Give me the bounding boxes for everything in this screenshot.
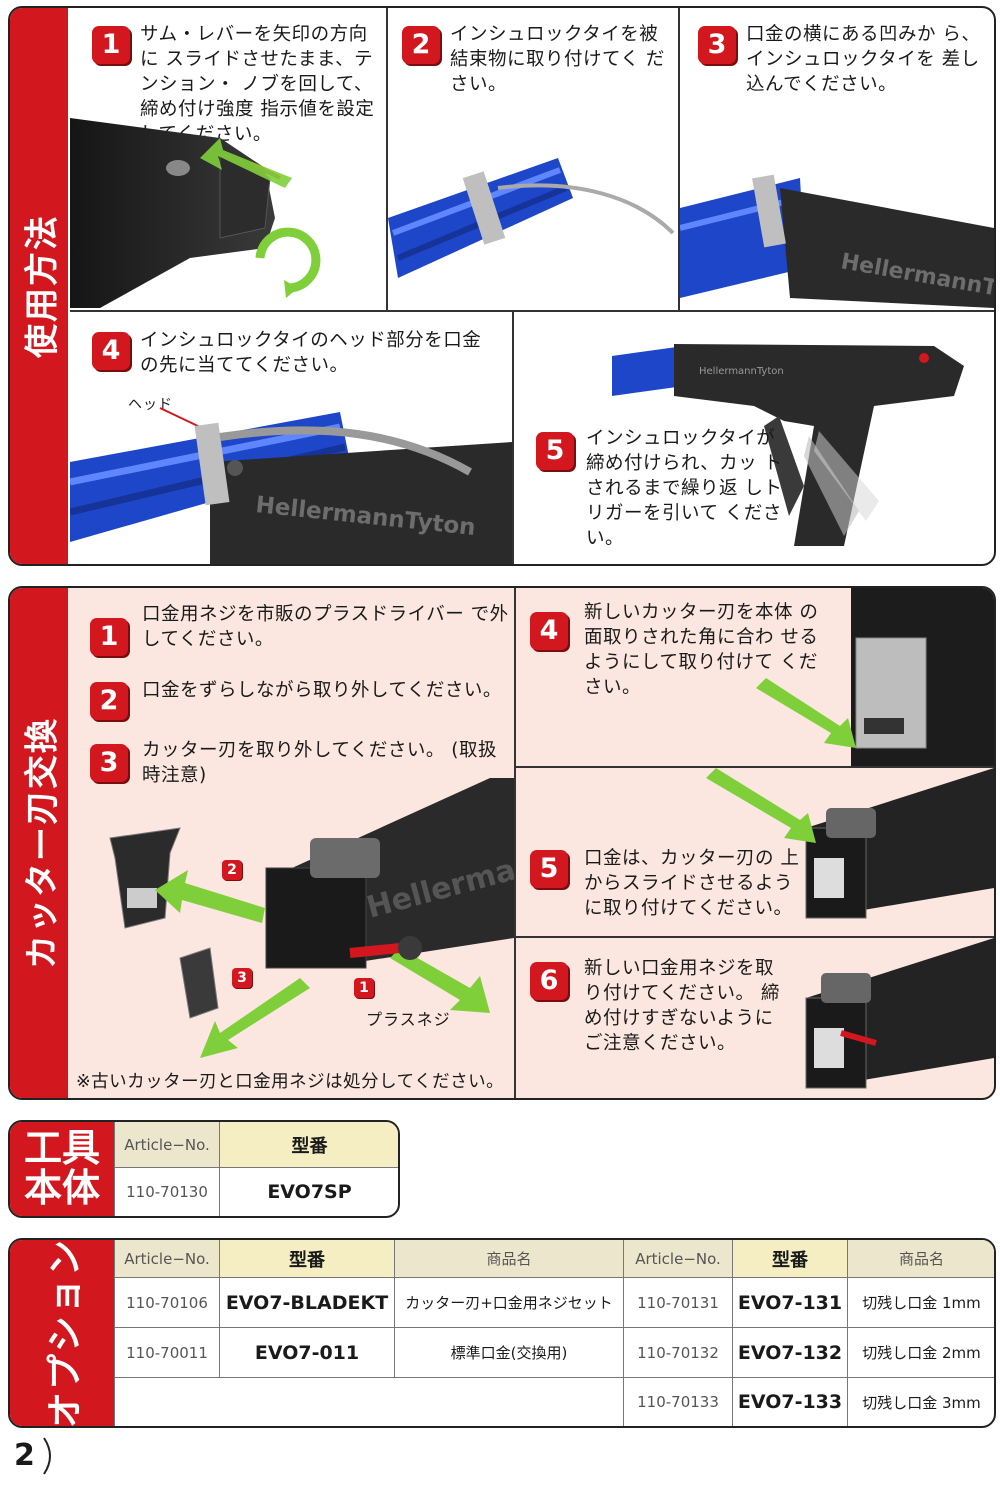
col-header-model: 型番	[219, 1122, 398, 1168]
usage-step-5-text: インシュロックタイが 締め付けられ、カッ トされるまで繰り返 しトリガーを引いて…	[586, 428, 783, 549]
tool-tip-illustration: HellermannTyton	[70, 407, 512, 564]
disposal-note: ※古いカッター刃と口金用ネジは処分してください。	[76, 1072, 505, 1092]
tool-with-cable-illustration: HellermannTyton	[680, 174, 994, 308]
table-row: 110-70106 EVO7-BLADEKT カッター刃+口金用ネジセット 11…	[114, 1277, 994, 1328]
usage-step-2-panel: 2 インシュロックタイを被 結束物に取り付けてく ださい。	[388, 8, 680, 312]
blade-title: カッター刃交換	[22, 717, 63, 969]
brand-text: HellermannTyton	[699, 366, 784, 377]
step-number-badge: 1	[90, 618, 128, 656]
page-number-text: 2	[14, 1438, 35, 1473]
option-name: カッター刃+口金用ネジセット	[394, 1277, 624, 1328]
cap-slide-illustration	[706, 768, 994, 919]
blade-exploded-illustration: Hellerman	[109, 778, 514, 1058]
step-number-badge: 3	[698, 26, 736, 64]
cable-bundle-illustration	[388, 158, 675, 278]
option-model: EVO7-133	[732, 1377, 848, 1426]
tool-title: 工具本体	[24, 1126, 101, 1210]
step-number-badge: 5	[536, 432, 574, 470]
table-row: 110-70133 EVO7-133 切残し口金 3mm	[114, 1377, 994, 1426]
step-number-badge: 3	[90, 744, 128, 782]
blade-step-1-text: 口金用ネジを市販のプラスドライバー で外してください。	[142, 604, 509, 650]
col-header-article: Article−No.	[114, 1240, 220, 1278]
options-side-tab: オプション	[10, 1240, 114, 1426]
usage-step-3-panel: 3 口金の横にある凹みか ら、インシュロックタイを 差し込んでください。 Hel…	[680, 8, 994, 312]
usage-side-tab: 使用方法	[10, 8, 68, 564]
options-table: Article−No. 型番 商品名 Article−No. 型番 商品名 11…	[114, 1240, 994, 1426]
option-model: EVO7-132	[732, 1327, 848, 1378]
blade-step-5-panel: 5 口金は、カッター刃の 上からスライドさせるよう に取り付けてください。	[516, 768, 994, 938]
options-section: オプション Article−No. 型番 商品名 Article−No. 型番 …	[8, 1238, 996, 1428]
blade-side-tab: カッター刃交換	[10, 588, 68, 1098]
usage-step-1-text: サム・レバーを矢印の方向に スライドさせたまま、テンション・ ノブを回して、締め…	[140, 24, 375, 145]
diagram-number-badge: 1	[354, 978, 374, 998]
step-number-badge: 4	[530, 612, 568, 650]
option-name: 標準口金(交換用)	[394, 1327, 624, 1378]
blade-step-6-panel: 6 新しい口金用ネジを取 り付けてください。 締 め付けすぎないように ご注意く…	[516, 938, 994, 1098]
blade-left-panel: 1 口金用ネジを市販のプラスドライバー で外してください。 2 口金をずらしなが…	[70, 588, 516, 1098]
step-number-badge: 1	[92, 26, 130, 64]
blade-section: カッター刃交換 1 口金用ネジを市販のプラスドライバー で外してください。 2 …	[8, 586, 996, 1100]
page-number: 2	[10, 1436, 56, 1476]
option-name: 切残し口金 1mm	[847, 1277, 994, 1328]
col-header-article: Article−No.	[623, 1240, 733, 1278]
tool-side-tab: 工具本体	[10, 1122, 114, 1216]
usage-step-4-panel: 4 インシュロックタイのヘッド部分を口金 の先に当ててください。 ヘッド Hel…	[70, 312, 514, 564]
step-number-badge: 4	[92, 332, 130, 370]
step-number-badge: 5	[530, 850, 568, 888]
usage-step-4-text: インシュロックタイのヘッド部分を口金 の先に当ててください。	[140, 330, 482, 376]
col-header-model: 型番	[219, 1240, 395, 1278]
blade-step-2-text: 口金をずらしながら取り外してください。	[142, 680, 502, 701]
blade-step-5-text: 口金は、カッター刃の 上からスライドさせるよう に取り付けてください。	[584, 848, 800, 919]
step-number-badge: 2	[402, 26, 440, 64]
options-title: オプション	[45, 1238, 86, 1428]
table-row: 110-70011 EVO7-011 標準口金(交換用) 110-70132 E…	[114, 1327, 994, 1378]
tool-table: Article−No. 型番 110-70130 EVO7SP	[114, 1122, 398, 1216]
option-name: 切残し口金 3mm	[847, 1377, 994, 1426]
option-article-no: 110-70132	[623, 1327, 733, 1378]
col-header-article: Article−No.	[114, 1122, 220, 1168]
option-article-no: 110-70131	[623, 1277, 733, 1328]
page-number-bracket	[43, 1437, 51, 1475]
option-article-no: 110-70133	[623, 1377, 733, 1426]
usage-section: 使用方法 1 サム・レバーを矢印の方向に スライドさせたまま、テンション・ ノブ…	[8, 6, 996, 566]
blade-step-6-text: 新しい口金用ネジを取 り付けてください。 締 め付けすぎないように ご注意くださ…	[584, 958, 780, 1054]
step-number-badge: 2	[90, 682, 128, 720]
usage-step-2-text: インシュロックタイを被 結束物に取り付けてく ださい。	[450, 24, 665, 95]
col-header-name: 商品名	[847, 1240, 994, 1278]
tool-article-no: 110-70130	[114, 1167, 220, 1216]
blade-step-4-panel: 4 新しいカッター刃を本体 の面取りされた角に合わ せるようにして取り付けて く…	[516, 588, 994, 768]
step-number-badge: 6	[530, 962, 568, 1000]
option-model: EVO7-011	[219, 1327, 395, 1378]
tool-gun-illustration: HellermannTyton	[612, 344, 964, 546]
tool-section: 工具本体 Article−No. 型番 110-70130 EVO7SP	[8, 1120, 400, 1218]
blade-step-3-text: カッター刃を取り外してください。 (取扱時注意)	[142, 740, 497, 786]
tool-head-illustration	[70, 118, 321, 308]
blade-step-4-text: 新しいカッター刃を本体 の面取りされた角に合わ せるようにして取り付けて くださ…	[584, 602, 819, 698]
option-model: EVO7-131	[732, 1277, 848, 1328]
col-header-name: 商品名	[394, 1240, 624, 1278]
diagram-number-badge: 3	[232, 968, 252, 988]
option-model: EVO7-BLADEKT	[219, 1277, 395, 1328]
screw-label: プラスネジ	[366, 1010, 451, 1029]
option-article-no: 110-70011	[114, 1327, 220, 1378]
option-article-no: 110-70106	[114, 1277, 220, 1328]
usage-step-3-text: 口金の横にある凹みか ら、インシュロックタイを 差し込んでください。	[746, 24, 981, 95]
usage-step-5-panel: HellermannTyton 5 インシュロックタイが 締め付けられ、カッ ト…	[514, 312, 994, 564]
empty-cell	[114, 1377, 624, 1426]
usage-step-1-panel: 1 サム・レバーを矢印の方向に スライドさせたまま、テンション・ ノブを回して、…	[70, 8, 388, 312]
col-header-model: 型番	[732, 1240, 848, 1278]
usage-title: 使用方法	[22, 214, 63, 358]
screw-install-illustration	[805, 938, 994, 1089]
tool-model: EVO7SP	[219, 1167, 398, 1216]
blade-install-illustration	[756, 588, 994, 766]
diagram-number-badge: 2	[222, 860, 242, 880]
option-name: 切残し口金 2mm	[847, 1327, 994, 1378]
